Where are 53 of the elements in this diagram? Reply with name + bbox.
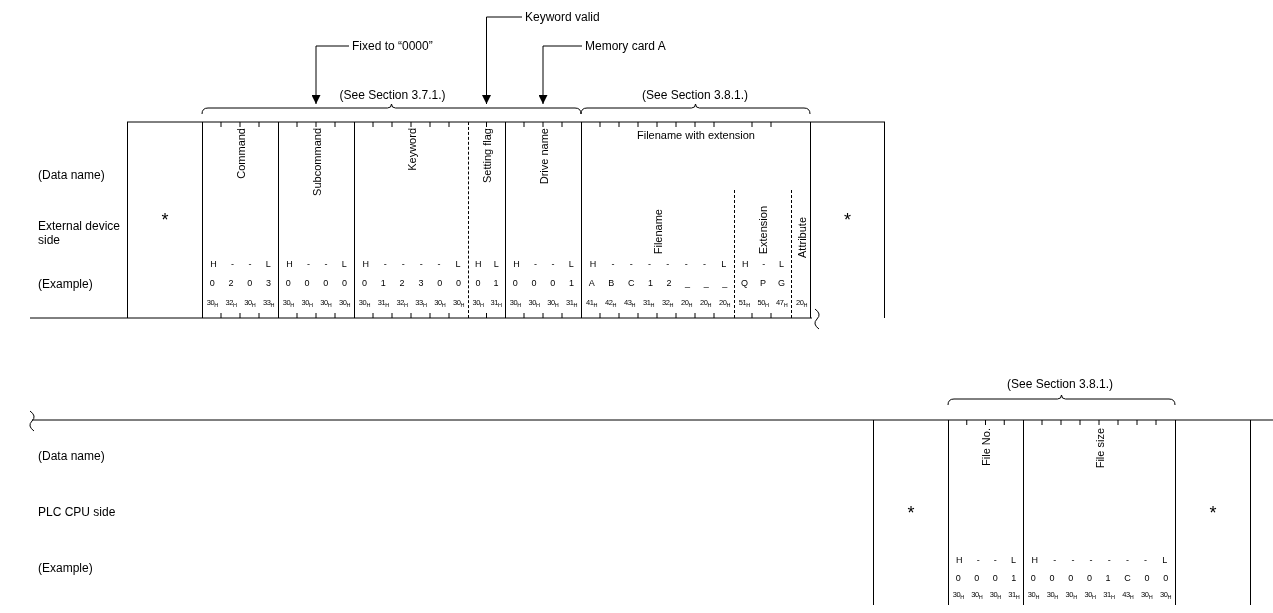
callout-text: Keyword valid (525, 9, 600, 25)
trailer-cell (810, 122, 885, 318)
example-value-row-text: 0 0 0 1 (954, 572, 1018, 584)
asterisk-mark: * (843, 211, 852, 229)
field-cell (468, 122, 505, 318)
byte-order-row-text: H - - - - L (361, 258, 462, 270)
row-label: External device side (38, 219, 122, 247)
field-name: File size (1094, 428, 1105, 469)
example-value-row-text: 0 1 (474, 277, 500, 289)
field-group-name: Filename with extension (636, 130, 756, 141)
leader-arrow (538, 45, 583, 105)
asterisk-mark: * (906, 503, 916, 522)
example-value-row-text: 0 0 0 0 1 C 0 0 (1029, 572, 1170, 584)
field-name: Keyword (406, 128, 417, 171)
section-reference: (See Section 3.8.1.) (1005, 377, 1115, 391)
leader-arrow (311, 45, 350, 105)
byte-order-row-text: H - - L (209, 258, 272, 270)
callout-text: Fixed to “0000” (352, 38, 433, 54)
row-label: PLC CPU side (38, 505, 117, 519)
byte-order-row-text: H - - L (512, 258, 575, 270)
example-value-row-text: 0 2 0 3 (208, 277, 273, 289)
field-name: Subcommand (311, 128, 322, 196)
callout-text: Memory card A (585, 38, 666, 54)
field-name: Command (235, 128, 246, 179)
field-name: Filename (652, 208, 664, 254)
byte-order-row-text: H - - L (955, 554, 1017, 566)
field-cell (948, 420, 1023, 605)
example-value-row-text: Q P G (740, 277, 786, 289)
asterisk-mark: * (160, 211, 170, 229)
field-name: Drive name (538, 128, 549, 185)
section-reference: (See Section 3.8.1.) (640, 88, 750, 102)
field-name: Extension (757, 205, 769, 254)
byte-order-row-text: H L (474, 258, 500, 270)
field-name: Setting flag (481, 128, 493, 184)
example-value-row-text: 0 0 0 0 (284, 277, 349, 289)
byte-order-row-text: H - - - - - - L (1030, 554, 1169, 566)
subfield-cell (734, 190, 791, 318)
byte-order-row-text: H - - - - - - L (588, 258, 728, 270)
example-value-row-text: 0 0 0 1 (511, 277, 576, 289)
leader-arrow (482, 16, 523, 105)
field-group-cell (581, 122, 810, 318)
byte-order-row-text: H - - L (285, 258, 348, 270)
field-name: Attribute (796, 217, 807, 258)
example-value-row-text: A B C 1 2 _ _ _ (587, 277, 729, 289)
row-label: (Data name) (38, 449, 106, 463)
row-label: (Example) (38, 277, 94, 291)
row-label: (Example) (38, 561, 94, 575)
field-name: File No. (980, 428, 992, 466)
row-label: (Data name) (38, 168, 106, 182)
example-value-row-text: 0 1 2 3 0 0 (360, 277, 463, 289)
byte-order-row-text: H - L (740, 258, 786, 270)
section-reference: (See Section 3.7.1.) (338, 88, 447, 102)
asterisk-mark: * (1208, 503, 1218, 522)
